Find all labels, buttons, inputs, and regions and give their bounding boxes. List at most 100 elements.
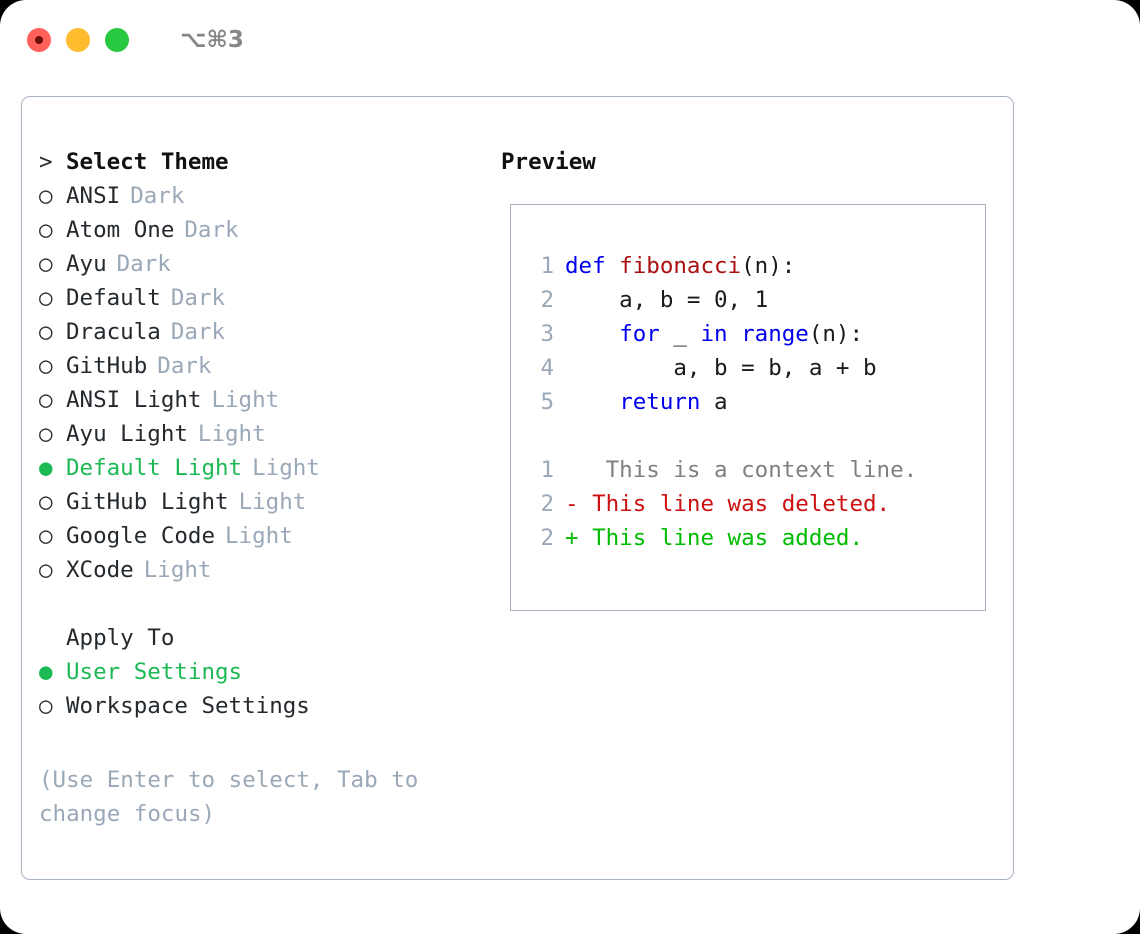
radio-unselected-icon[interactable]: ○ [39, 251, 53, 277]
radio-unselected-icon[interactable]: ○ [39, 421, 53, 447]
section-spacer [39, 587, 499, 621]
radio-unselected-icon[interactable]: ○ [39, 387, 53, 413]
code-token: _ [659, 321, 701, 347]
radio-unselected-icon[interactable]: ○ [39, 353, 53, 379]
theme-variant-badge: Light [252, 455, 320, 481]
theme-name: Ayu Light [66, 421, 188, 447]
diff-line: 1 This is a context line. [528, 453, 917, 487]
theme-variant-badge: Light [143, 557, 212, 583]
keyboard-shortcut-label: ⌥⌘3 [180, 27, 244, 53]
code-line: 2 a, b = 0, 1 [528, 283, 917, 317]
code-token: a, b = b, a + b [565, 355, 877, 381]
theme-variant-badge: Light [238, 489, 307, 515]
theme-list-item[interactable]: ○ Dracula Dark [39, 315, 499, 349]
diff-text: This is a context line. [578, 457, 918, 483]
code-token: range [741, 321, 809, 347]
diff-text: This line was added. [578, 525, 864, 551]
close-window-button[interactable] [27, 28, 51, 52]
theme-name: GitHub Light [66, 489, 229, 515]
theme-variant-badge: Dark [184, 217, 239, 243]
apply-to-item[interactable]: ● User Settings [39, 655, 499, 689]
theme-name: Dracula [66, 319, 161, 345]
theme-name: Google Code [66, 523, 216, 549]
theme-variant-badge: Dark [116, 251, 171, 277]
theme-list-item[interactable]: ○ Atom One Dark [39, 213, 499, 247]
apply-to-label: Workspace Settings [66, 693, 310, 719]
theme-name: Atom One [66, 217, 175, 243]
theme-name: ANSI Light [66, 387, 202, 413]
code-token [728, 321, 742, 347]
radio-unselected-icon[interactable]: ○ [39, 523, 53, 549]
theme-name: Ayu [66, 251, 107, 277]
code-token: (n): [808, 321, 864, 347]
radio-unselected-icon[interactable]: ○ [39, 217, 53, 243]
theme-list-item[interactable]: ○ ANSI Light Light [39, 383, 499, 417]
apply-to-header-indent: ○ [39, 621, 66, 655]
theme-variant-badge: Light [211, 387, 280, 413]
line-number: 1 [540, 457, 554, 483]
line-number: 2 [540, 287, 554, 313]
radio-unselected-icon[interactable]: ○ [39, 183, 53, 209]
diff-text: This line was deleted. [578, 491, 891, 517]
radio-selected-icon[interactable]: ● [39, 455, 53, 481]
code-token [565, 321, 619, 347]
line-number: 5 [540, 389, 554, 415]
zoom-window-button[interactable] [105, 28, 129, 52]
theme-list-item[interactable]: ○ Ayu Dark [39, 247, 499, 281]
radio-unselected-icon[interactable]: ○ [39, 489, 53, 515]
code-token: a, b = 0, 1 [565, 287, 769, 313]
radio-unselected-icon[interactable]: ○ [39, 557, 53, 583]
diff-marker: + [565, 525, 579, 551]
theme-name: Default Light [66, 455, 243, 481]
apply-to-item[interactable]: ○ Workspace Settings [39, 689, 499, 723]
theme-list-item[interactable]: ○ XCode Light [39, 553, 499, 587]
theme-list-item[interactable]: ○ GitHub Light Light [39, 485, 499, 519]
diff-marker [565, 457, 579, 483]
code-token: def [565, 253, 620, 279]
theme-variant-badge: Dark [130, 183, 185, 209]
code-token [565, 389, 619, 415]
theme-variant-badge: Dark [157, 353, 212, 379]
code-token: for [619, 321, 660, 347]
line-number: 4 [540, 355, 554, 381]
theme-name: Default [66, 285, 161, 311]
theme-name: GitHub [66, 353, 148, 379]
minimize-window-button[interactable] [66, 28, 90, 52]
keyboard-hint: (Use Enter to select, Tab to change focu… [39, 767, 419, 827]
code-token: a [700, 389, 728, 415]
theme-variant-badge: Dark [170, 285, 226, 311]
theme-variant-badge: Light [225, 523, 293, 549]
prompt-caret-icon: > [39, 149, 53, 175]
radio-unselected-icon[interactable]: ○ [39, 285, 53, 311]
code-token: return [619, 389, 701, 415]
preview-title: Preview [501, 149, 596, 175]
apply-to-label: User Settings [66, 659, 243, 685]
code-diff-separator [528, 419, 917, 453]
theme-variant-badge: Dark [170, 319, 226, 345]
theme-list-item[interactable]: ○ Default Dark [39, 281, 499, 315]
radio-unselected-icon[interactable]: ○ [39, 693, 53, 719]
apply-to-header: ○ Apply To [39, 621, 499, 655]
code-line: 3 for _ in range(n): [528, 317, 917, 351]
traffic-lights [27, 28, 129, 52]
theme-list-item[interactable]: ● Default Light Light [39, 451, 499, 485]
diff-line: 2- This line was deleted. [528, 487, 917, 521]
code-line: 5 return a [528, 385, 917, 419]
theme-list-item[interactable]: ○ GitHub Dark [39, 349, 499, 383]
theme-list-item[interactable]: ○ Google Code Light [39, 519, 499, 553]
line-number: 2 [540, 525, 554, 551]
line-number: 1 [540, 253, 554, 279]
theme-name: XCode [66, 557, 134, 583]
radio-selected-icon[interactable]: ● [39, 659, 53, 685]
diff-marker: - [565, 491, 579, 517]
radio-unselected-icon[interactable]: ○ [39, 319, 53, 345]
code-line: 4 a, b = b, a + b [528, 351, 917, 385]
